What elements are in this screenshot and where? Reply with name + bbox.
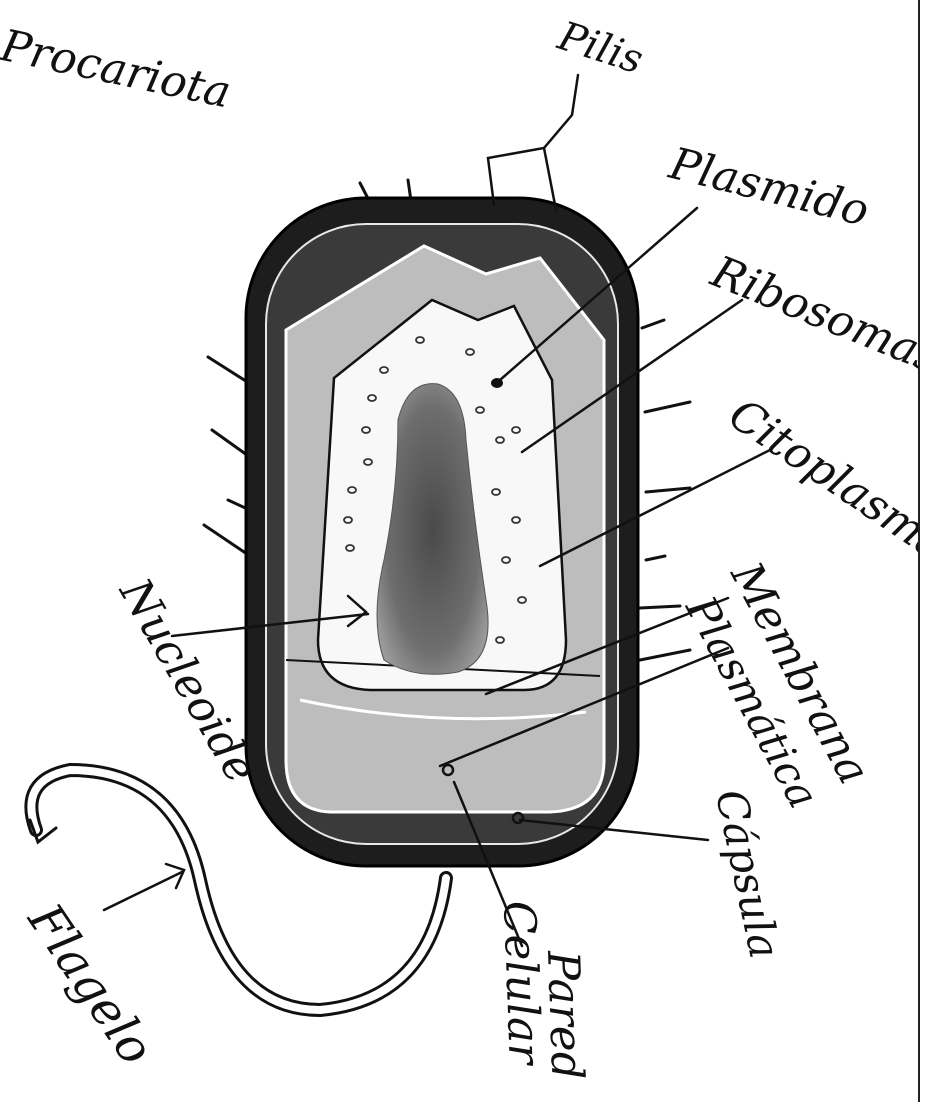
label-celular: Celular: [496, 900, 546, 1065]
page-edge: [918, 0, 929, 1102]
